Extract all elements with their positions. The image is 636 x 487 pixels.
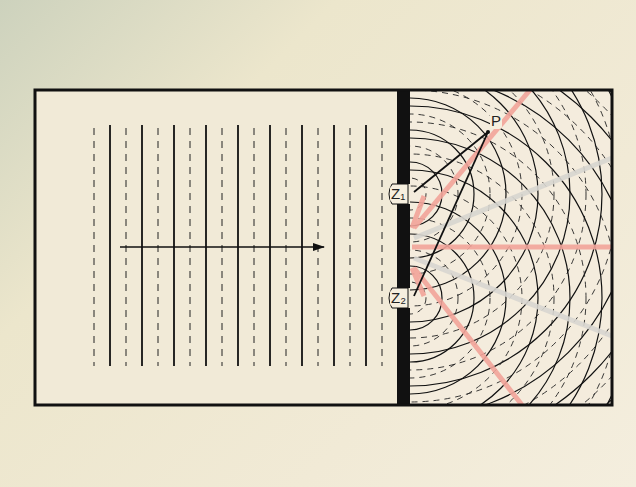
slit-tab — [389, 184, 408, 204]
circular-waves — [410, 91, 611, 404]
path-lines — [414, 132, 488, 296]
point-p — [486, 130, 490, 134]
point-label: P — [490, 113, 502, 129]
slit-tab — [389, 288, 408, 308]
slit-label: Z₁ — [390, 186, 406, 202]
slit-label: Z₂ — [390, 290, 407, 306]
panel-ground — [35, 90, 612, 405]
frame — [35, 90, 612, 405]
maxima-lines — [412, 91, 611, 404]
barrier — [397, 90, 410, 405]
minima-lines — [414, 158, 611, 336]
plane-waves — [94, 125, 382, 366]
propagation-arrow — [120, 246, 324, 247]
